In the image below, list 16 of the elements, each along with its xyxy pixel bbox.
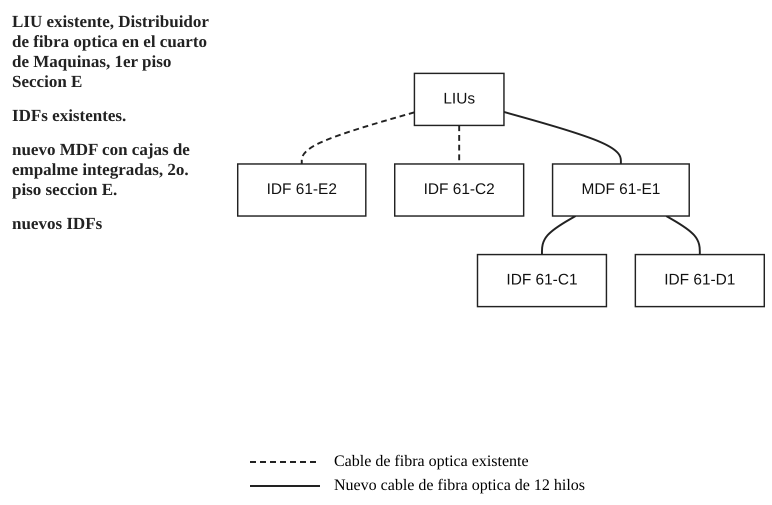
connector (300, 111, 415, 164)
note-text: nuevos IDFs (12, 214, 104, 234)
node-box: IDF 61-D1 (634, 254, 766, 308)
node-box: IDF 61-E2 (236, 163, 367, 217)
connector (666, 215, 701, 255)
note-text: LIU existente, Distribuidor de fibra optica en el cuarto de Maquinas, 1er piso Seccion E (12, 12, 210, 92)
connector (541, 215, 576, 255)
node-box: IDF 61-C1 (476, 254, 608, 308)
node-box: MDF 61-E1 (552, 163, 690, 217)
note-text: IDFs existentes. (12, 106, 128, 126)
connector (504, 111, 622, 164)
node-box: LIUs (414, 72, 505, 126)
node-box: IDF 61-C2 (394, 163, 524, 217)
legend-label: Nuevo cable de fibra optica de 12 hilos (334, 477, 586, 495)
legend-label: Cable de fibra optica existente (334, 453, 529, 471)
note-text: nuevo MDF con cajas de empalme integradas, 2o. piso seccion E. (12, 140, 191, 200)
